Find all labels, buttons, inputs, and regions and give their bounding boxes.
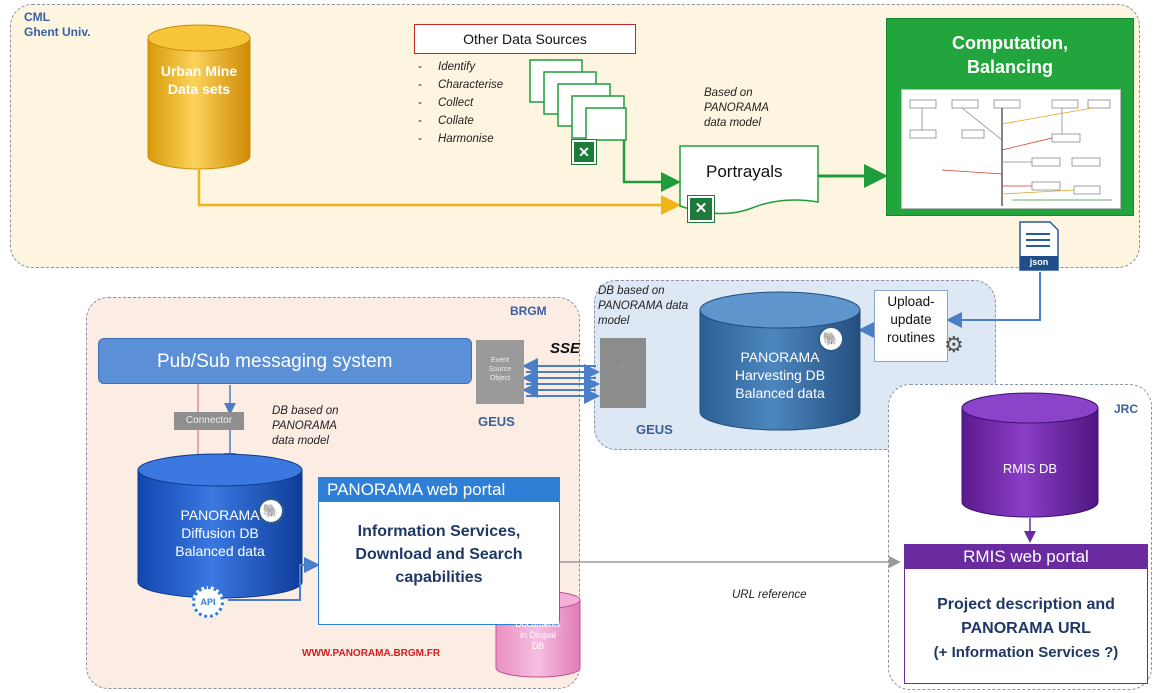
computation-flow-image (901, 89, 1121, 209)
panorama-portal-body: Information Services, Download and Searc… (355, 523, 523, 586)
flow-thumbnail (909, 99, 1112, 206)
postgres-elephant-icon: 🐘 (258, 498, 284, 524)
other-data-sources-box: Other Data Sources (414, 24, 636, 54)
step-item: -Collate (418, 115, 474, 127)
api-to-portal-arrow (228, 557, 320, 601)
gear-icon: ⚙ (944, 332, 964, 357)
harvest-geus-label: GEUS (636, 422, 673, 437)
url-reference-label: URL reference (732, 589, 807, 601)
rmis-db-label: RMIS DB (1002, 461, 1058, 476)
api-gear-icon: API (192, 586, 224, 618)
step-item: -Harmonise (418, 133, 494, 145)
brgm-geus-label: GEUS (478, 414, 515, 429)
panorama-portal-title: PANORAMA web portal (319, 478, 559, 502)
based-on-note: Based on PANORAMA data model (704, 87, 769, 129)
pubsub-bar: Pub/Sub messaging system (98, 338, 472, 384)
computation-panel: Computation, Balancing (886, 18, 1134, 216)
rmis-db-cylinder (961, 392, 1099, 518)
harvest-db-note: DB based on PANORAMA data model (598, 285, 689, 327)
portrayals-label: Portrayals (706, 162, 783, 181)
json-file-icon (1019, 221, 1059, 271)
urban-to-portrayals-arrow (197, 168, 681, 215)
step-item: -Identify (418, 61, 476, 73)
drupal-db-label: Content, Documents in Drupal DB (515, 608, 561, 651)
harvest-db-label: PANORAMA Harvesting DB Balanced data (734, 349, 826, 401)
diffusion-db-label: PANORAMA Diffusion DB Balanced data (175, 507, 265, 559)
event-source-box: Event Source Object (476, 340, 524, 404)
step-item: -Collect (418, 97, 474, 109)
spreadsheet-stack (529, 59, 627, 141)
rmis-portal-body: Project description and PANORAMA URL (+ … (933, 596, 1119, 661)
computation-title: Computation, Balancing (952, 33, 1068, 77)
cml-label: CML Ghent Univ. (24, 10, 91, 39)
connector-box: Connector (174, 412, 244, 430)
sse-arrows (522, 358, 600, 404)
pubsub-label: Pub/Sub messaging system (157, 351, 393, 372)
excel-icon: ✕ (687, 195, 715, 223)
source-steps-list: -Identify -Characterise -Collect -Collat… (418, 60, 503, 147)
json-label: json (1029, 257, 1049, 267)
upload-routines-box: Upload- update routines (874, 290, 948, 362)
panorama-portal[interactable]: PANORAMA web portal Information Services… (318, 477, 560, 625)
rmis-portal[interactable]: RMIS web portal Project description and … (904, 544, 1148, 684)
rmis-portal-title: RMIS web portal (905, 545, 1147, 569)
urban-mine-label: Urban Mine Data sets (160, 63, 238, 97)
excel-icon: ✕ (571, 139, 597, 165)
panorama-website-link[interactable]: WWW.PANORAMA.BRGM.FR (302, 648, 441, 659)
other-data-sources-title: Other Data Sources (463, 31, 587, 47)
step-item: -Characterise (418, 79, 504, 91)
harvest-gray-box: · (600, 338, 646, 408)
sources-to-portrayals-arrow (622, 140, 681, 192)
json-to-upload-arrow (946, 272, 1041, 328)
brgm-label: BRGM (510, 304, 547, 318)
sse-label: SSE (550, 340, 581, 357)
jrc-label: JRC (1114, 402, 1139, 416)
brgm-db-note: DB based on PANORAMA data model (272, 405, 339, 447)
postgres-elephant-icon: 🐘 (818, 326, 844, 352)
